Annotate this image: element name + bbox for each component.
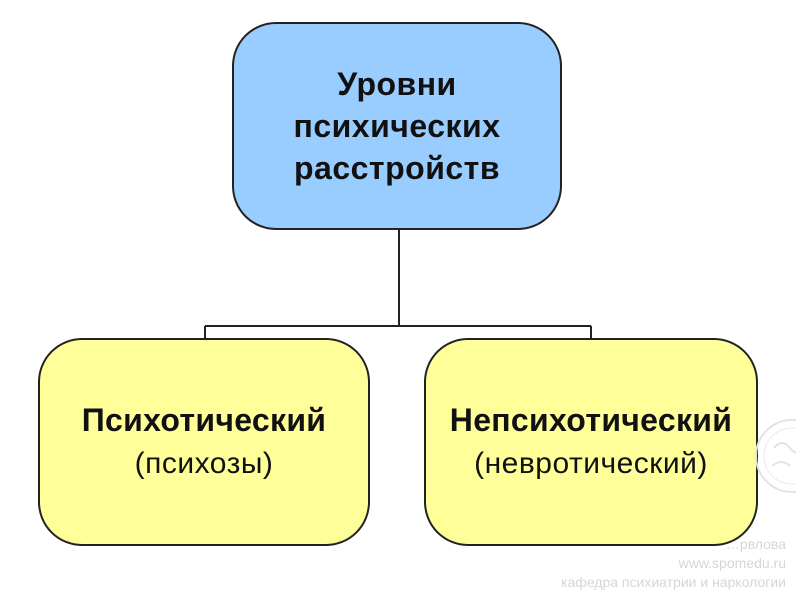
root-line-3: расстройств (293, 150, 500, 186)
watermark-line-1: …рвлова (725, 536, 786, 552)
watermark-line-2: www.spomedu.ru (678, 555, 786, 571)
root-line-2: психических (293, 108, 501, 144)
watermark-text: …рвлова www.spomedu.ru кафедра психиатри… (561, 535, 786, 592)
watermark-line-3: кафедра психиатрии и наркологии (561, 574, 786, 590)
child-title-nonpsychotic: Непсихотический (449, 402, 733, 438)
child-node-psychotic: Психотический (психозы) (38, 338, 370, 546)
root-line-1: Уровни (337, 66, 457, 102)
child-subtitle-nonpsychotic: (невротический) (474, 447, 708, 480)
child-title-psychotic: Психотический (81, 402, 327, 438)
child-node-nonpsychotic: Непсихотический (невротический) (424, 338, 758, 546)
root-node: Уровни психических расстройств (232, 22, 562, 230)
child-subtitle-psychotic: (психозы) (134, 447, 274, 480)
seal-watermark-icon (755, 419, 796, 493)
